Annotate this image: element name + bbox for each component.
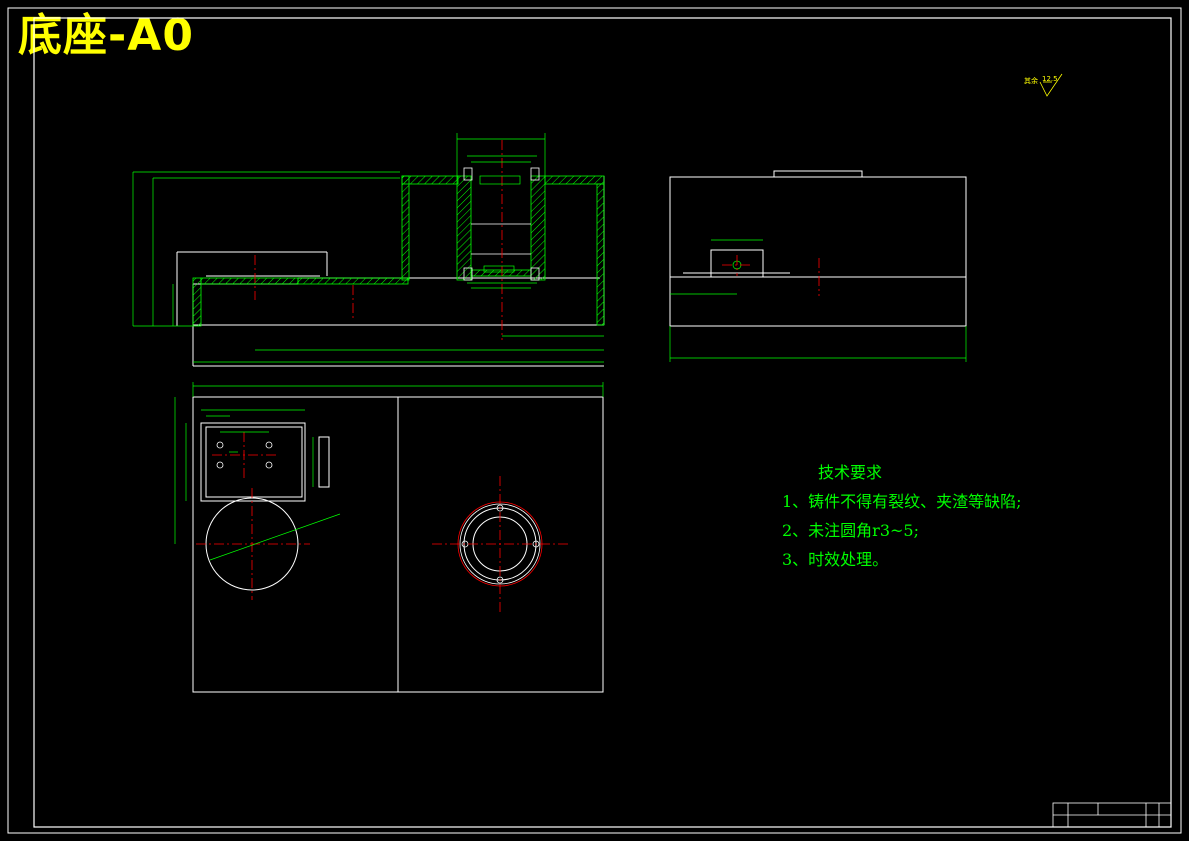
side-view [669,170,967,362]
roughness-note: 其余 12.5 [1024,75,1058,86]
roughness-value: 12.5 [1042,75,1058,83]
tech-req-heading: 技术要求 [818,463,883,482]
tech-req-item-3: 3、时效处理。 [782,550,889,569]
roughness-prefix: 其余 [1024,77,1038,85]
front-section-view [132,133,605,367]
outer-border [7,7,1182,834]
technical-requirements: 技术要求 1、铸件不得有裂纹、夹渣等缺陷; 2、未注圆角r3~5; 3、时效处理… [782,458,1022,574]
tech-req-item-2: 2、未注圆角r3~5; [782,521,919,540]
roughness-symbol [1039,73,1063,97]
tech-req-item-1: 1、铸件不得有裂纹、夹渣等缺陷; [782,492,1022,511]
top-view [174,382,604,693]
inner-border [33,17,1172,828]
title-block [1052,802,1172,828]
drawing-title: 底座-A0 [18,10,194,61]
